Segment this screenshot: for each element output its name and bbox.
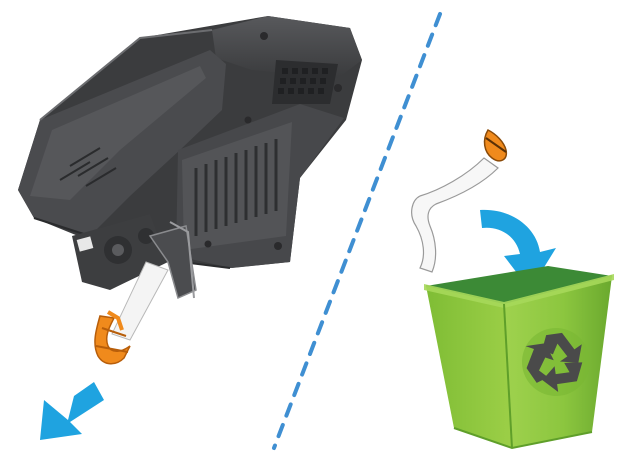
pull-arrow-icon <box>40 382 104 440</box>
recycle-bin-icon <box>424 266 614 450</box>
recycle-symbol-icon <box>522 328 590 396</box>
grip-texture <box>272 60 338 104</box>
dashed-divider-line <box>272 12 442 450</box>
sealing-tape-icon <box>111 261 169 341</box>
discarded-seal-icon <box>411 129 508 273</box>
orange-pull-tab-icon <box>94 310 131 365</box>
toner-cartridge-icon <box>18 16 362 300</box>
